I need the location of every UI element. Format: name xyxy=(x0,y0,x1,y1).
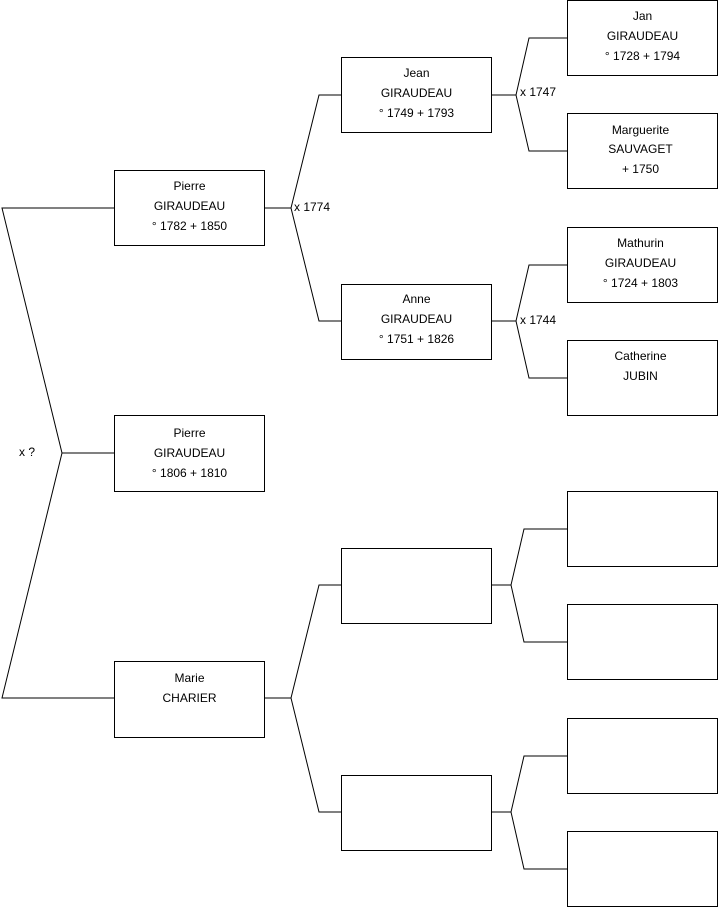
person-line: JUBIN xyxy=(623,369,658,383)
person-line: GIRAUDEAU xyxy=(154,199,225,213)
person-line: Jean xyxy=(403,66,429,80)
person-line: Marie xyxy=(174,671,204,685)
person-line: ° 1782 + 1850 xyxy=(152,219,228,233)
person-box-catherine-jubin: Catherine JUBIN xyxy=(567,340,718,416)
person-box-mathurin-1724: Mathurin GIRAUDEAU ° 1724 + 1803 xyxy=(567,227,718,303)
marriage-label-root: x ? xyxy=(19,445,35,459)
marriage-label-anne-1751: x 1744 xyxy=(520,313,556,327)
person-line: SAUVAGET xyxy=(608,142,673,156)
person-line: ° 1724 + 1803 xyxy=(603,276,679,290)
connector-marie-charier-parents xyxy=(290,584,341,813)
person-box-jean-1749: Jean GIRAUDEAU ° 1749 + 1793 xyxy=(341,57,492,133)
person-line: Pierre xyxy=(173,426,205,440)
person-line: Jan xyxy=(633,9,652,23)
person-line: GIRAUDEAU xyxy=(607,29,678,43)
person-line: Mathurin xyxy=(617,236,664,250)
person-line: ° 1806 + 1810 xyxy=(152,466,228,480)
person-line: Catherine xyxy=(614,349,666,363)
person-box-empty-2 xyxy=(341,775,492,851)
person-box-marie-charier: Marie CHARIER xyxy=(114,661,265,738)
person-line: Pierre xyxy=(173,179,205,193)
person-box-empty-4 xyxy=(567,604,718,680)
person-line: GIRAUDEAU xyxy=(381,312,452,326)
person-line: ° 1728 + 1794 xyxy=(605,49,681,63)
person-box-marguerite-sauvaget: Marguerite SAUVAGET + 1750 xyxy=(567,113,718,189)
person-line: CHARIER xyxy=(162,691,216,705)
person-box-empty-3 xyxy=(567,491,718,567)
person-box-pierre-1806: Pierre GIRAUDEAU ° 1806 + 1810 xyxy=(114,415,265,492)
person-line: ° 1751 + 1826 xyxy=(379,332,455,346)
person-box-jan-1728: Jan GIRAUDEAU ° 1728 + 1794 xyxy=(567,0,718,76)
person-box-anne-1751: Anne GIRAUDEAU ° 1751 + 1826 xyxy=(341,284,492,360)
person-line: GIRAUDEAU xyxy=(605,256,676,270)
person-box-pierre-1782: Pierre GIRAUDEAU ° 1782 + 1850 xyxy=(114,170,265,246)
person-line: Marguerite xyxy=(612,123,670,137)
connector-jean-1749-parents xyxy=(515,37,567,152)
person-line: + 1750 xyxy=(622,162,659,176)
connector-empty-upper-parents xyxy=(510,528,567,643)
person-line: GIRAUDEAU xyxy=(381,86,452,100)
marriage-label-pierre-1782: x 1774 xyxy=(294,200,330,214)
connector-empty-lower-parents xyxy=(510,755,567,870)
person-box-empty-1 xyxy=(341,548,492,624)
person-box-empty-5 xyxy=(567,718,718,794)
person-line: ° 1749 + 1793 xyxy=(379,106,455,120)
person-line: Anne xyxy=(402,292,430,306)
connector-pierre-1782-parents xyxy=(290,94,341,322)
person-line: GIRAUDEAU xyxy=(154,446,225,460)
person-box-empty-6 xyxy=(567,831,718,907)
connector-anne-1751-parents xyxy=(515,264,567,379)
marriage-label-jean-1749: x 1747 xyxy=(520,85,556,99)
connector-lines xyxy=(1,37,567,870)
